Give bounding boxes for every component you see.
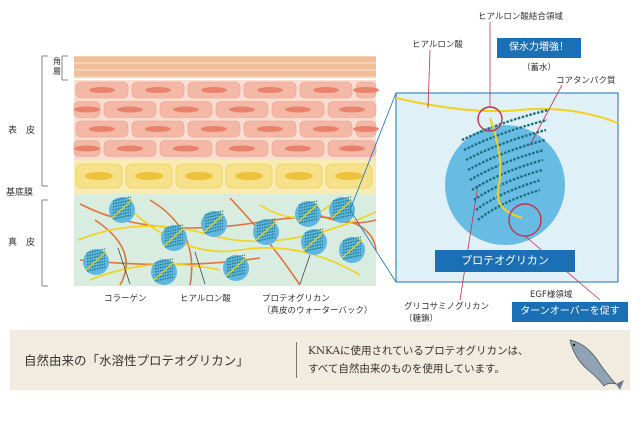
basement-membrane-layer [74,160,376,194]
layer-brackets [41,55,68,287]
cell-nucleus [353,126,379,132]
cell-nucleus [117,145,143,152]
label-epidermis: 表 皮 [8,126,36,136]
footer-banner: 自然由来の「水溶性プロテオグリカン」 KNKAに使用されているプロテオグリカンは… [10,330,630,390]
proteoglycan-clusters [83,196,365,285]
basal-nucleus [85,172,113,180]
detail-hyaluronic-acid [395,97,619,124]
cell-nucleus [285,106,311,113]
cell-nucleus [74,145,100,152]
label-dermis: 真 皮 [8,238,36,248]
proteoglycan-cluster [295,200,321,227]
water-retention-badge: 保水力増強！ [497,38,581,58]
proteoglycan-cluster [151,258,177,285]
detail-core-protein-label: コアタンパク質 [556,76,616,86]
cell-nucleus [145,87,171,93]
proteoglycan-sphere [445,125,565,245]
cell-nucleus [89,126,115,132]
basal-nucleus [235,172,263,180]
caption-collagen: コラーゲン [104,294,147,304]
turnover-badge: ターンオーバーを促す [512,302,628,322]
footer-description-line2: すべて自然由来のものを使用しています。 [308,363,505,375]
proteoglycan-cluster [83,248,109,275]
cell-nucleus [257,126,283,132]
detail-water-storage-label: （蓄水） [522,63,557,73]
proteoglycan-cluster [201,210,227,237]
cell-nucleus [201,87,227,93]
cell-nucleus [339,106,365,113]
gag-chain [461,108,549,142]
cell-nucleus [173,145,199,152]
zoom-connector [349,92,397,283]
detail-gag-sub-label: （糖鎖） [404,314,439,324]
cell-nucleus [285,145,311,152]
detail-binding-region-label: ヒアルロン酸結合領域 [478,12,563,22]
cell-nucleus [229,106,255,113]
core-protein [489,117,523,219]
cell-nucleus [257,87,283,93]
epidermis-cells [73,80,379,160]
caption-leaders [117,247,311,285]
basal-nucleus [185,172,213,180]
cell-nucleus [89,87,115,93]
stratum-corneum-layer [74,56,376,78]
caption-proteoglycan-sub: （真皮のウォーターバック） [262,306,373,316]
gag-chain [469,148,545,182]
proteoglycan-cluster [301,228,327,255]
cell-nucleus [313,126,339,132]
proteoglycan-cluster [161,224,187,251]
proteoglycan-badge: プロテオグリカン [435,250,575,272]
cell-nucleus [229,145,255,152]
cell-nucleus [117,106,143,113]
detail-egf-label: EGF様領域 [530,290,573,300]
cell-nucleus [353,87,379,93]
proteoglycan-cluster [339,236,365,263]
caption-proteoglycan: プロテオグリカン [262,294,330,304]
footer-description: KNKAに使用されているプロテオグリカンは、 すべて自然由来のものを使用していま… [308,342,529,378]
gag-chain [467,138,546,172]
cell-nucleus [313,87,339,93]
proteoglycan-cluster [329,196,355,223]
proteoglycan-cluster [253,218,279,245]
cell-nucleus [173,106,199,113]
cell-nucleus [74,106,100,113]
label-stratum-corneum: 角 層 [53,57,61,76]
basal-nucleus [285,172,313,180]
skin-cross-section-diagram [41,22,619,301]
label-basement-membrane: 基底膜 [6,188,34,198]
footer-description-line1: KNKAに使用されているプロテオグリカンは、 [308,345,529,357]
basal-cells [75,163,373,189]
basal-nucleus [135,172,163,180]
caption-hyaluronic-acid: ヒアルロン酸 [180,294,231,304]
detail-gag-label: グリコサミノグリカン [404,302,490,312]
gag-chain [477,188,541,221]
gag-chain [463,118,548,152]
proteoglycan-cluster [109,196,135,223]
detail-hyaluronic-acid-label: ヒアルロン酸 [412,40,463,50]
gag-chain [475,178,542,211]
footer-headline: 自然由来の「水溶性プロテオグリカン」 [24,353,249,368]
footer-divider [296,342,297,378]
gag-chain [473,168,543,201]
cell-nucleus [145,126,171,132]
proteoglycan-cluster [223,254,249,281]
salmon-icon [569,339,624,390]
cell-nucleus [339,145,365,152]
basal-nucleus [335,172,363,180]
cell-nucleus [201,126,227,132]
